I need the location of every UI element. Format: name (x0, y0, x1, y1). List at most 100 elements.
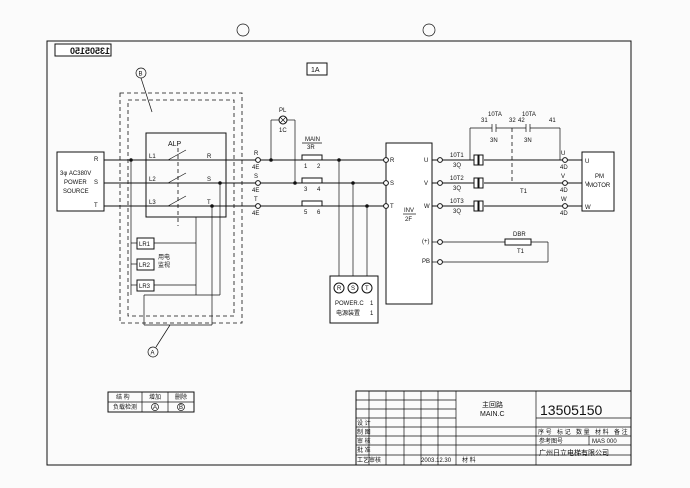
sensor-3-label: 10T3 (450, 199, 464, 205)
power-c-term-t: T (365, 286, 369, 292)
term-4e-s: S (254, 174, 258, 180)
title-block (355, 390, 632, 466)
inv-output-u: U (424, 158, 428, 164)
main-contact-1: 1 (304, 164, 308, 170)
power-source-line3: SOURCE (63, 189, 89, 195)
relay-wiring (130, 160, 221, 326)
term-4e-r: R (254, 151, 259, 157)
rev-header-3: 删除 (175, 393, 187, 401)
sign-row-1: 设 计 (357, 419, 371, 427)
title-header-1: 序 号 (538, 428, 552, 436)
sensor-2-label: 10T2 (450, 176, 464, 182)
dbr-code: T1 (517, 249, 525, 255)
alp-box (145, 132, 227, 218)
title-header-5: 备 注 (614, 428, 628, 436)
relay-lr3 (136, 279, 155, 292)
alp-input-l3: L3 (149, 200, 156, 206)
number-tab-text: 13505150 (70, 46, 110, 56)
pilot-lamp-label: PL (279, 108, 287, 114)
inv-input-t: T (390, 204, 394, 210)
binder-hole-left (236, 23, 250, 37)
title-header-2: 标 记 (557, 428, 571, 436)
callout-b-text: B (139, 72, 143, 78)
contacts-10ta (469, 124, 561, 183)
relay-note-b: 监视 (158, 261, 170, 269)
source-phase-r: R (94, 157, 99, 163)
term-4e-r-code: 4E (252, 165, 259, 171)
motor-term-u: U (561, 151, 565, 157)
contact-pin-32: 32 (509, 118, 516, 124)
contact-pin-42: 42 (518, 118, 525, 124)
power-c-sub-num: 1 (370, 311, 374, 317)
motor-pin-w: W (585, 205, 591, 211)
dbr-resistor (504, 238, 532, 246)
inv-output-v: V (424, 181, 428, 187)
title-cn: 主回路 (482, 400, 503, 409)
boundary-b-outer (119, 92, 243, 324)
motor-term-w-code: 4D (560, 211, 568, 217)
motor-line2: MOTOR (588, 183, 611, 189)
sensor-1-code: 3Q (453, 163, 461, 169)
sheet-marker (306, 62, 328, 76)
main-contacts (301, 154, 323, 207)
power-source-line1: 3φ AC380V (60, 171, 91, 177)
rev-row-label: 负载检测 (113, 403, 137, 411)
boundary-b-inner (127, 99, 235, 317)
contact-10ta-left-label: 10TA (488, 112, 502, 118)
motor-term-w: W (561, 197, 567, 203)
main-contact-3: 3 (304, 187, 308, 193)
alp-output-s: S (207, 177, 211, 183)
motor-t1: T1 (520, 189, 528, 195)
main-contact-6: 6 (317, 210, 321, 216)
term-4e-s-code: 4E (252, 188, 259, 194)
main-contact-2: 2 (317, 164, 321, 170)
alp-output-t: T (207, 200, 211, 206)
binder-hole-right (422, 23, 436, 37)
pm-motor-box (581, 151, 615, 212)
inv-input-s: S (390, 181, 394, 187)
sign-row-4: 批 准 (357, 446, 371, 454)
rev-header-2: 增加 (149, 393, 161, 401)
sign-row-2: 制 图 (357, 428, 371, 436)
callout-a-text: A (151, 351, 155, 357)
main-contactor-label: MAIN (305, 137, 320, 143)
motor-pin-v: V (585, 182, 589, 188)
inv-aux-plus: (+) (422, 239, 430, 245)
title-drawing-no: 13505150 (540, 402, 603, 418)
relay-lr1-label: LR1 (139, 242, 151, 248)
motor-line1: PM (595, 174, 604, 180)
sign-row-3: 审 核 (357, 437, 371, 445)
rev-row-b: B (179, 405, 183, 411)
power-c-label-num: 1 (370, 301, 374, 307)
alp-output-r: R (207, 154, 212, 160)
title-ref-label: 参考图号 (539, 437, 563, 445)
motor-term-v: V (561, 174, 565, 180)
alp-input-l1: L1 (149, 154, 156, 160)
relay-lr3-label: LR3 (139, 284, 151, 290)
sensor-3-code: 3Q (453, 209, 461, 215)
main-contact-5: 5 (304, 210, 308, 216)
motor-term-v-code: 4D (560, 188, 568, 194)
inv-code: 2F (405, 217, 412, 223)
contact-pin-31: 31 (481, 118, 488, 124)
relay-lr1 (136, 237, 155, 250)
sign-row-5: 工艺审核 (357, 456, 381, 464)
callout-a (147, 346, 159, 358)
inv-output-w: W (424, 204, 430, 210)
main-contact-4: 4 (317, 187, 321, 193)
main-contactor-code: 3R (307, 145, 315, 151)
inverter-box (385, 142, 433, 305)
relay-lr2 (136, 258, 155, 271)
pilot-lamp-code: 1C (279, 128, 287, 134)
term-4e-t: T (254, 197, 258, 203)
rev-header-1: 结 构 (116, 393, 130, 401)
motor-term-u-code: 4D (560, 165, 568, 171)
inv-label: INV (404, 208, 414, 214)
sheet-marker-text: 1A (311, 67, 320, 74)
callout-a-leader (155, 324, 171, 348)
power-c-term-s: S (351, 286, 355, 292)
contact-10ta-right-code: 3N (524, 138, 532, 144)
alp-switch-3 (167, 195, 187, 207)
term-4e-t-code: 4E (252, 211, 259, 217)
